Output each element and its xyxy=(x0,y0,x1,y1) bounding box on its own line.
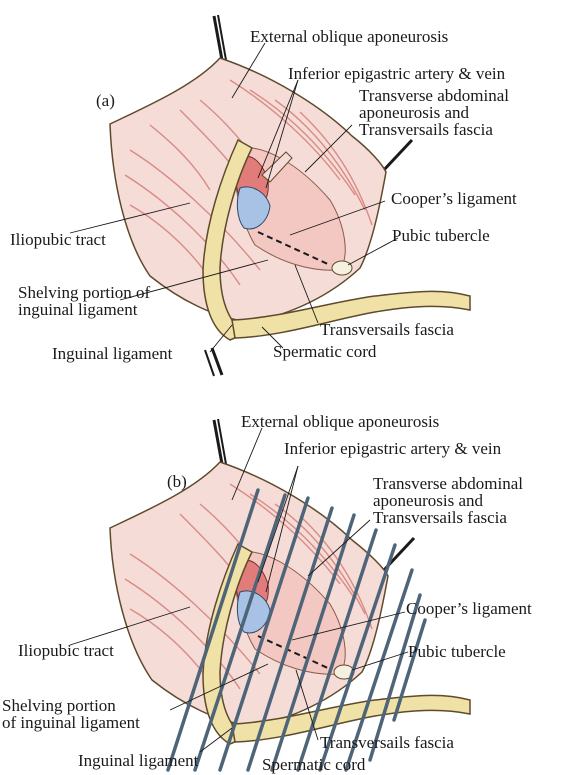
panel-a-label-shelving-2: inguinal ligament xyxy=(18,300,138,319)
panel-a-tag: (a) xyxy=(96,91,115,110)
panel-a-label-transversalis-fascia: Transversails fascia xyxy=(320,320,454,339)
panel-b-label-pubic-tubercle: Pubic tubercle xyxy=(408,642,506,661)
panel-b-label-transversalis-fascia: Transversails fascia xyxy=(320,733,454,752)
panel-b-label-inguinal-ligament: Inguinal ligament xyxy=(78,751,199,770)
retractor-bottom xyxy=(212,348,222,375)
panel-b-label-inferior-epigastric: Inferior epigastric artery & vein xyxy=(284,439,502,458)
panel-b-anatomy xyxy=(110,419,470,770)
panel-b-label-shelving-2: of inguinal ligament xyxy=(2,713,140,732)
panel-a-label-iliopubic: Iliopubic tract xyxy=(10,230,106,249)
panel-b: (b) External oblique aponeurosis Inferio… xyxy=(2,412,532,774)
panel-a-label-spermatic-cord: Spermatic cord xyxy=(273,342,377,361)
panel-a-label-transverse-3: Transversails fascia xyxy=(359,120,493,139)
panel-b-tag: (b) xyxy=(167,472,187,491)
retractor-top xyxy=(214,16,222,60)
retractor-right xyxy=(382,140,412,172)
panel-b-label-external-oblique: External oblique aponeurosis xyxy=(241,412,439,431)
panel-b-label-spermatic-cord: Spermatic cord xyxy=(262,755,366,774)
panel-a-label-external-oblique: External oblique aponeurosis xyxy=(250,27,448,46)
retractor-top xyxy=(214,420,222,464)
panel-a-label-inferior-epigastric: Inferior epigastric artery & vein xyxy=(288,64,506,83)
panel-a-label-inguinal-ligament: Inguinal ligament xyxy=(52,344,173,363)
panel-a-label-coopers: Cooper’s ligament xyxy=(391,189,517,208)
panel-a: (a) External oblique aponeurosis Inferio… xyxy=(10,15,517,376)
panel-b-label-iliopubic: Iliopubic tract xyxy=(18,641,114,660)
panel-b-label-coopers: Cooper’s ligament xyxy=(406,599,532,618)
panel-a-label-pubic-tubercle: Pubic tubercle xyxy=(392,226,490,245)
panel-b-label-transverse-3: Transversails fascia xyxy=(373,508,507,527)
pubic-tubercle-shape xyxy=(332,261,352,275)
